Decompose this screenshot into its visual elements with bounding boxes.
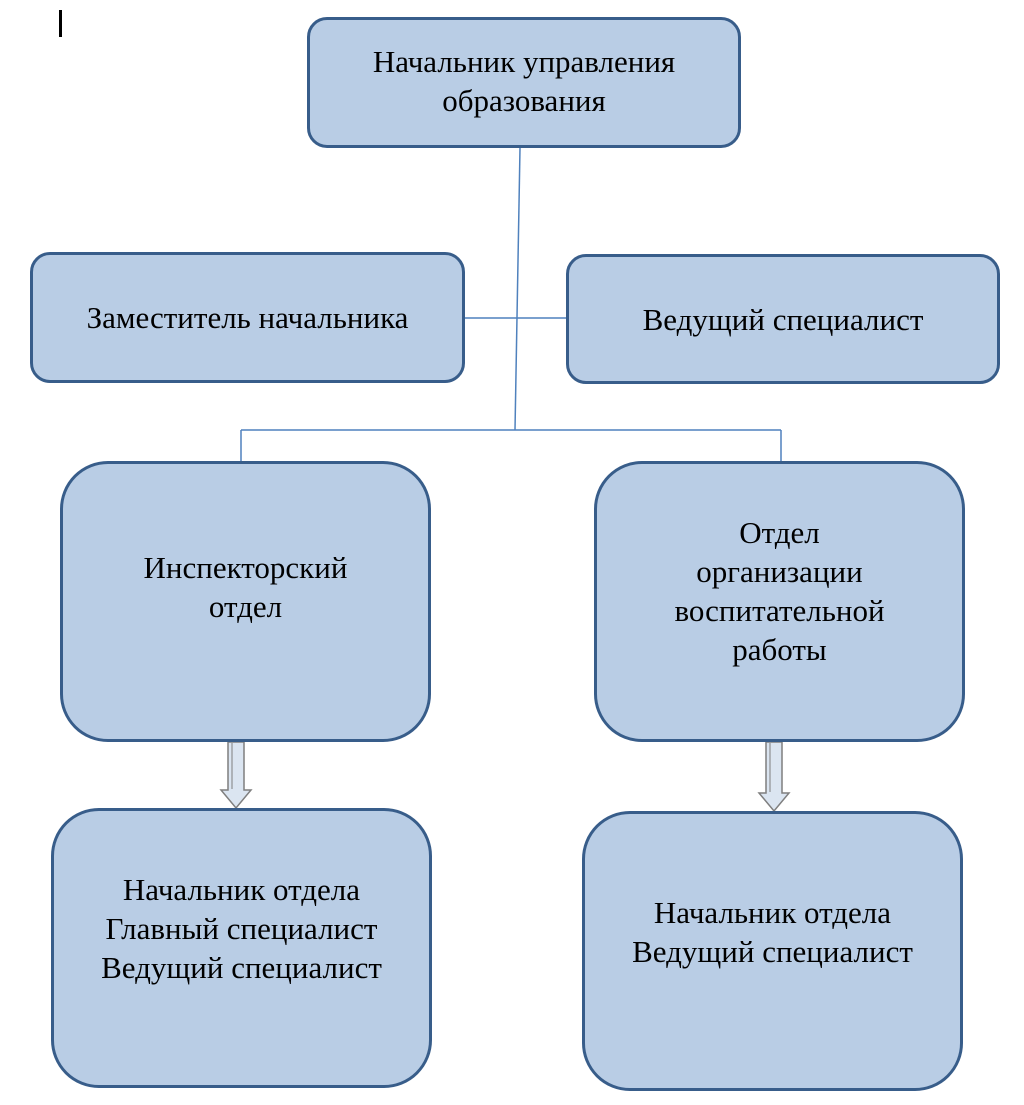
node-education-work-department: Отдел организации воспитательной работы [594,461,965,742]
node-inspection-line-1: Инспекторский [143,549,348,585]
node-inspection-staff-label: Начальник отдела Главный специалист Веду… [101,870,382,987]
node-lead-line-1: Ведущий специалист [642,301,924,337]
node-head-line-2: образования [442,82,606,118]
node-inspection-label: Инспекторский отдел [144,548,348,626]
node-head-label: Начальник управления образования [373,42,675,120]
arrow-inspection-to-staff [219,741,253,810]
node-lead-specialist: Ведущий специалист [566,254,1000,384]
node-inspection-staff-line-2: Главный специалист [105,910,378,946]
node-education-staff: Начальник отдела Ведущий специалист [582,811,963,1091]
node-head-of-education-department: Начальник управления образования [307,17,741,148]
node-education-staff-label: Начальник отдела Ведущий специалист [632,893,913,971]
arrow-education-to-staff [757,741,791,813]
node-education-label: Отдел организации воспитательной работы [674,513,884,669]
node-deputy-line-1: Заместитель начальника [86,300,409,335]
node-inspection-staff-line-3: Ведущий специалист [101,949,382,985]
node-education-line-2: организации [696,553,863,589]
node-inspection-staff-line-1: Начальник отдела [122,871,361,907]
node-inspection-line-2: отдел [208,588,283,624]
node-education-line-4: работы [732,631,827,667]
node-deputy-head: Заместитель начальника [30,252,465,383]
connector-head-to-branch [514,147,521,431]
node-head-line-1: Начальник управления [372,43,676,79]
node-deputy-label: Заместитель начальника [87,298,409,337]
node-education-staff-line-2: Ведущий специалист [632,934,913,969]
text-cursor [59,10,62,37]
node-education-staff-line-1: Начальник отдела [653,895,892,930]
node-inspection-staff: Начальник отдела Главный специалист Веду… [51,808,432,1088]
node-education-line-1: Отдел [739,514,820,550]
node-lead-label: Ведущий специалист [643,300,924,339]
node-inspection-department: Инспекторский отдел [60,461,431,742]
node-education-line-3: воспитательной [674,592,885,628]
